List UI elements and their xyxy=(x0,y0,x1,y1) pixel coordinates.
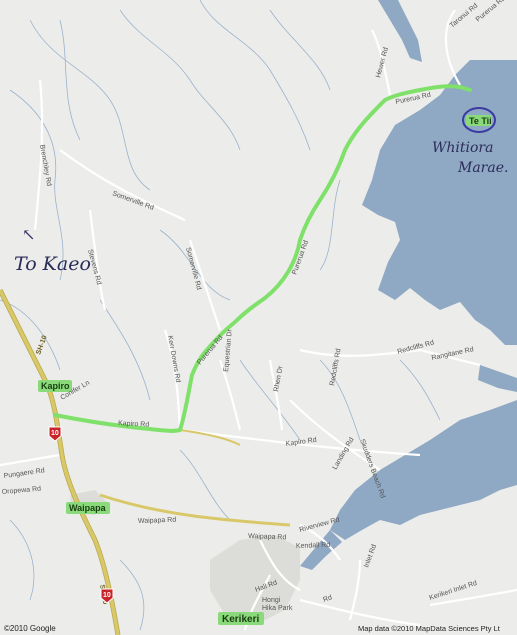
copyright-left: ©2010 Google xyxy=(4,624,56,633)
place-waipapa[interactable]: Waipapa xyxy=(69,503,107,513)
road-waipapa: Waipapa Rd xyxy=(138,517,177,525)
town-label-backgrounds xyxy=(38,115,492,625)
place-kapiro[interactable]: Kapiro xyxy=(41,381,70,391)
road-waipapa-west: Waipapa Rd xyxy=(248,533,287,541)
road-rhen: Rhen Dr xyxy=(273,365,285,393)
road-kapiro-b: Kapiro Rd xyxy=(285,437,317,448)
east-inlet-water xyxy=(478,365,517,392)
road-tuna: Rd xyxy=(322,594,333,604)
annotation-to-kaeo: To Kaeo xyxy=(14,253,91,275)
highway-shield-north: 10 xyxy=(48,426,62,442)
annotation-marae-line1: Whitiora xyxy=(432,140,493,156)
highway-shield-south: 10 xyxy=(100,588,114,604)
road-kapiro-a: Kapiro Rd xyxy=(118,420,150,429)
annotation-marae-line2: Marae. xyxy=(457,160,508,176)
kerikeri-inlet-water xyxy=(330,400,517,540)
inlet-creek-water xyxy=(300,530,342,570)
arrow-icon: ↖ xyxy=(22,225,35,244)
streams xyxy=(0,0,441,631)
place-hongi-hika-park-1: Hongi xyxy=(262,597,281,604)
place-kerikeri[interactable]: Kerikeri xyxy=(222,614,259,625)
state-highway-10 xyxy=(0,288,291,635)
kerikeri-urban-area xyxy=(210,535,300,625)
marae-circle xyxy=(462,107,496,133)
north-inlet-water xyxy=(378,0,422,62)
road-equestrian: Equestrian Dr xyxy=(223,328,234,372)
shield-number-north: 10 xyxy=(51,430,59,437)
copyright-right[interactable]: Map data ©2010 MapData Sciences Pty Lt xyxy=(358,624,501,633)
minor-roads xyxy=(0,9,517,631)
route-path xyxy=(53,84,472,433)
road-oropewa: Oropewa Rd xyxy=(2,486,42,496)
shield-number-south: 10 xyxy=(103,592,111,599)
road-kendall: Kendall Rd xyxy=(296,542,331,550)
place-hongi-hika-park-2: Hika Park xyxy=(262,605,293,612)
place-te-tii[interactable]: Te Tii xyxy=(469,116,492,126)
